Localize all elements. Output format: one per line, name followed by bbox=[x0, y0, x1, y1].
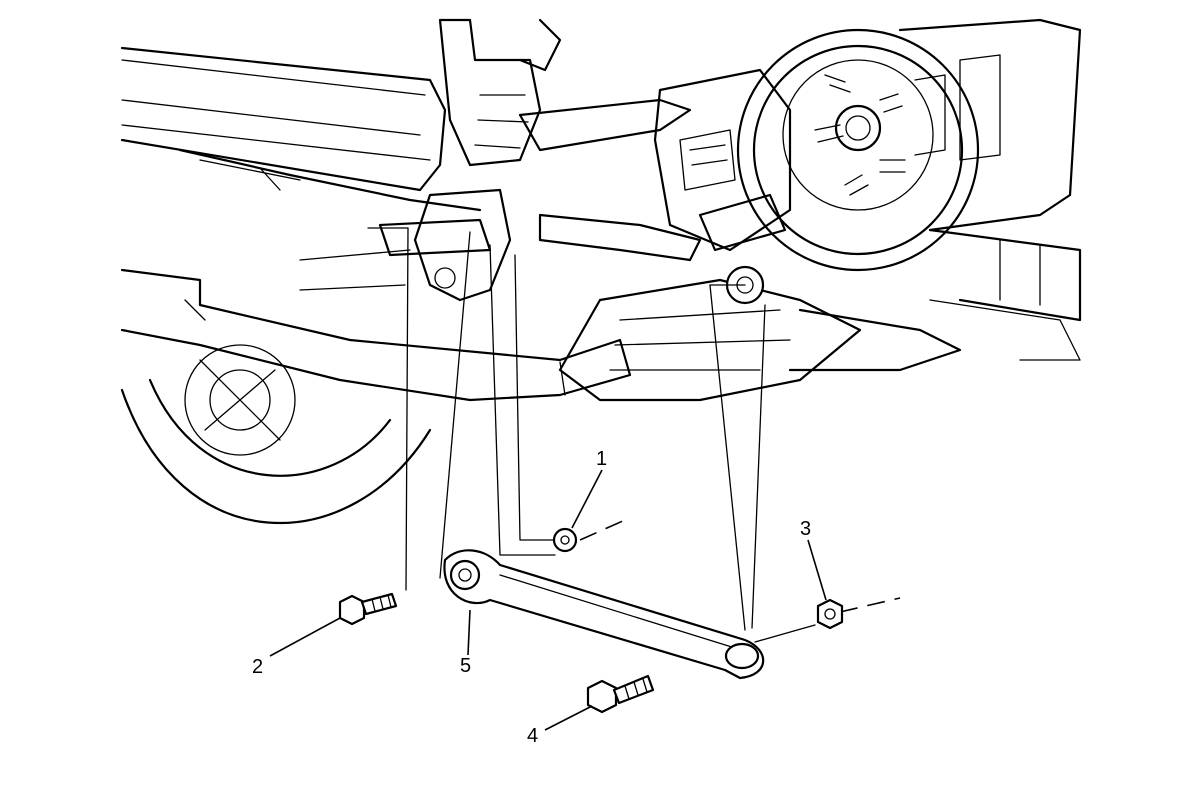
assembly-guide-lines bbox=[367, 227, 901, 643]
bolt-lower bbox=[586, 674, 655, 714]
washer-upper bbox=[552, 527, 578, 553]
callout-3: 3 bbox=[800, 518, 811, 540]
callout-2: 2 bbox=[252, 656, 263, 678]
callout-labels: 1 2 3 4 5 bbox=[252, 448, 811, 747]
lower-link-arm bbox=[443, 549, 765, 680]
bolt-upper bbox=[338, 592, 398, 626]
callout-leaders bbox=[269, 469, 827, 731]
callout-4: 4 bbox=[527, 725, 538, 747]
callout-5: 5 bbox=[460, 655, 471, 677]
vehicle-underbody bbox=[120, 18, 1082, 525]
callout-1: 1 bbox=[596, 448, 607, 470]
nut bbox=[816, 598, 844, 630]
